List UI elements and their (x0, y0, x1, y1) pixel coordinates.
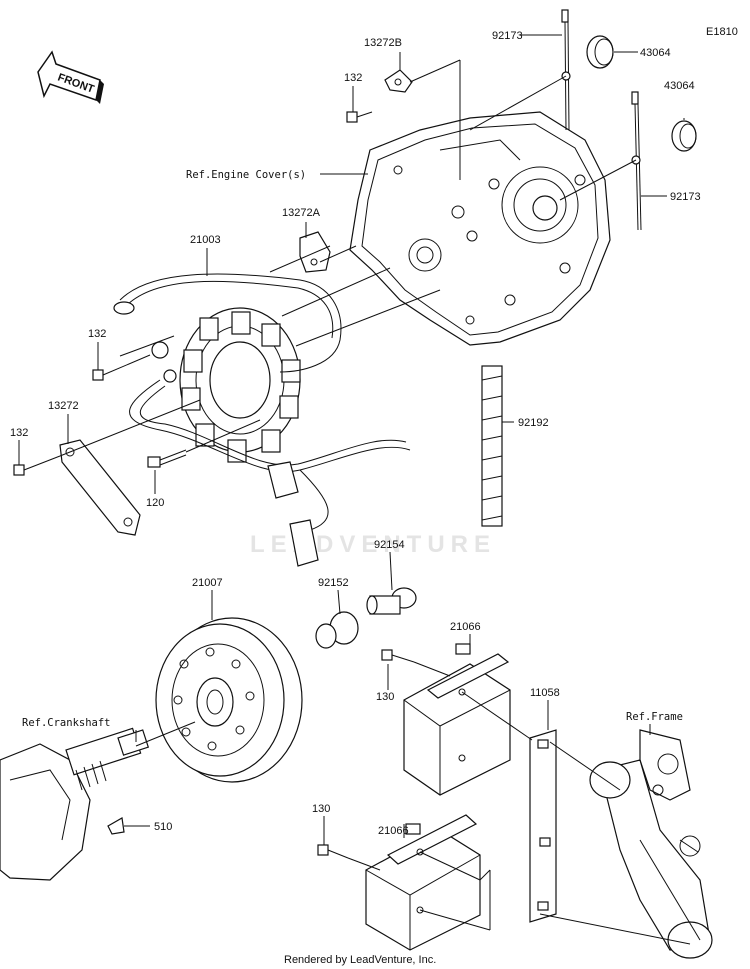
footer-credit: Rendered by LeadVenture, Inc. (284, 954, 436, 966)
part-label-13272: 13272 (48, 400, 79, 412)
part-label-13272A: 13272A (282, 207, 321, 219)
part-label-11058: 11058 (530, 687, 560, 699)
crankshaft (0, 727, 150, 881)
stator-21003 (113, 273, 411, 567)
rotor-21007 (155, 617, 303, 783)
part-label-43064-top: 43064 (640, 47, 671, 59)
part-label-132-left: 132 (10, 427, 28, 439)
part-label-21003: 21003 (190, 234, 221, 246)
part-label-92173-right: 92173 (670, 191, 701, 203)
part-label-132-mid: 132 (88, 328, 106, 340)
part-label-120: 120 (146, 497, 164, 509)
bolt-132-left (13, 455, 61, 476)
engine-cover (349, 111, 611, 346)
part-label-21007: 21007 (192, 577, 223, 589)
washer-92152 (315, 611, 359, 649)
bracket-13272B (384, 69, 413, 93)
ref-frame-label: Ref.Frame (626, 711, 683, 723)
grommet-43064-top (586, 35, 614, 69)
regulator-21066-top (403, 643, 511, 796)
spring-92192 (481, 365, 503, 527)
part-label-92154: 92154 (374, 539, 405, 551)
part-label-92152: 92152 (318, 577, 349, 589)
diagram-code: E1810 (706, 26, 738, 38)
bolt-130-bottom (317, 844, 349, 859)
part-label-130-top: 130 (376, 691, 394, 703)
bolt-92154 (366, 587, 417, 615)
bolt-130-top (381, 649, 415, 663)
bracket-11058 (529, 729, 557, 923)
bolt-120 (147, 449, 187, 468)
part-label-132-top: 132 (344, 72, 362, 84)
part-label-43064-right: 43064 (664, 80, 695, 92)
ref-crankshaft-label: Ref.Crankshaft (22, 717, 111, 729)
frame (589, 729, 713, 959)
regulator-21066-bottom (365, 814, 481, 951)
ref-engine-cover-label: Ref.Engine Cover(s) (186, 169, 306, 181)
bolt-132-top (346, 111, 373, 123)
leader-lines (18, 34, 691, 945)
part-label-92173-top: 92173 (492, 30, 523, 42)
part-label-130-bottom: 130 (312, 803, 330, 815)
part-label-13272B: 13272B (364, 37, 402, 49)
front-arrow-icon: FRONT (37, 50, 104, 104)
cable-tie-92173-top (561, 9, 571, 131)
part-label-510: 510 (154, 821, 172, 833)
watermark: LEADVENTURE (250, 531, 496, 558)
grommet-43064-right (671, 120, 697, 152)
bracket-13272 (59, 439, 141, 536)
cable-tie-92173-right (631, 91, 642, 231)
part-label-21066-top: 21066 (450, 621, 481, 633)
part-label-92192: 92192 (518, 417, 549, 429)
part-label-21066-bottom: 21066 (378, 825, 409, 837)
bolt-132-mid (92, 354, 151, 381)
